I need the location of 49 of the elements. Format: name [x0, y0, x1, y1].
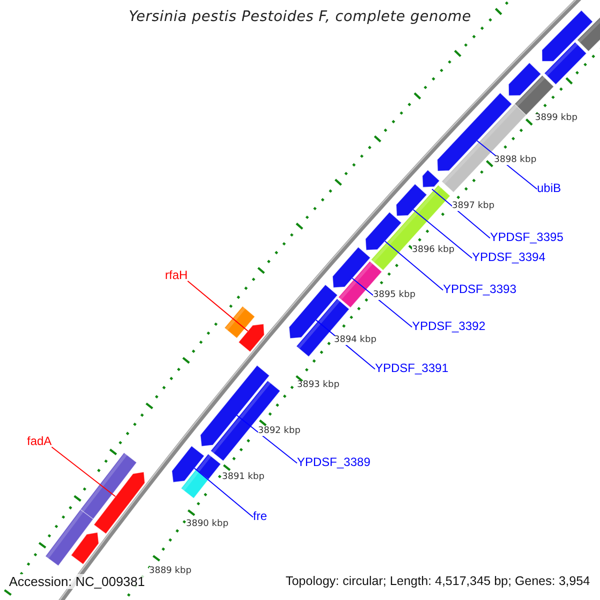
leader-line [352, 278, 412, 328]
leader-line [384, 240, 444, 291]
gene-label: YPDSF_3389 [297, 456, 370, 469]
leader-line [187, 280, 248, 332]
tick-label: 3890 kbp [186, 520, 228, 529]
gene-feature [332, 246, 371, 288]
title: Yersinia pestis Pestoides F, complete genome [128, 10, 472, 24]
gene-feature [80, 452, 138, 520]
tick-label: 3897 kbp [452, 202, 494, 211]
gene-label: YPDSF_3393 [443, 283, 516, 296]
gene-feature [195, 454, 222, 480]
gene-feature [180, 469, 209, 499]
gene-feature [542, 10, 594, 62]
tick-label: 3891 kbp [222, 473, 264, 482]
gene-feature [365, 212, 402, 250]
gene-feature [70, 532, 100, 565]
gene-label: YPDSF_3391 [375, 362, 448, 375]
tick-label: 3899 kbp [535, 114, 578, 123]
gene-label: YPDSF_3392 [412, 320, 486, 333]
gene-label: YPDSF_3394 [472, 251, 546, 264]
tick-label: 3893 kbp [297, 381, 340, 390]
tick-label: 3895 kbp [373, 291, 416, 300]
gene-label: fadA [27, 435, 52, 448]
gene-feature [93, 472, 146, 534]
genome-info-text: Topology: circular; Length: 4,517,345 bp; Genes: 3,954 [284, 574, 592, 588]
gene-feature [44, 509, 94, 566]
tick-label: 3892 kbp [258, 427, 300, 436]
accession-text: Accession: NC_009381 [7, 574, 147, 589]
gene-label: fre [253, 510, 268, 523]
gene-label: YPDSF_3395 [490, 231, 564, 244]
leader-line [194, 468, 254, 518]
tick-label: 3889 kbp [149, 567, 192, 576]
leader-line [431, 188, 490, 239]
gene-feature [210, 380, 281, 462]
leader-line [412, 209, 472, 259]
gene-feature [224, 306, 256, 339]
gene-label: rfaH [165, 269, 188, 282]
leader-line [51, 446, 116, 497]
gene-feature [508, 62, 542, 96]
gene-feature [576, 16, 600, 52]
gene-feature [238, 324, 264, 352]
leader-line [236, 414, 298, 464]
gene-feature [544, 42, 587, 85]
tick-label: 3894 kbp [334, 336, 376, 345]
gene-feature [396, 184, 428, 216]
gene-label: ubiB [537, 182, 562, 195]
tick-label: 3896 kbp [412, 246, 454, 255]
tick-label: 3898 kbp [494, 156, 536, 165]
gene-feature [172, 446, 205, 483]
